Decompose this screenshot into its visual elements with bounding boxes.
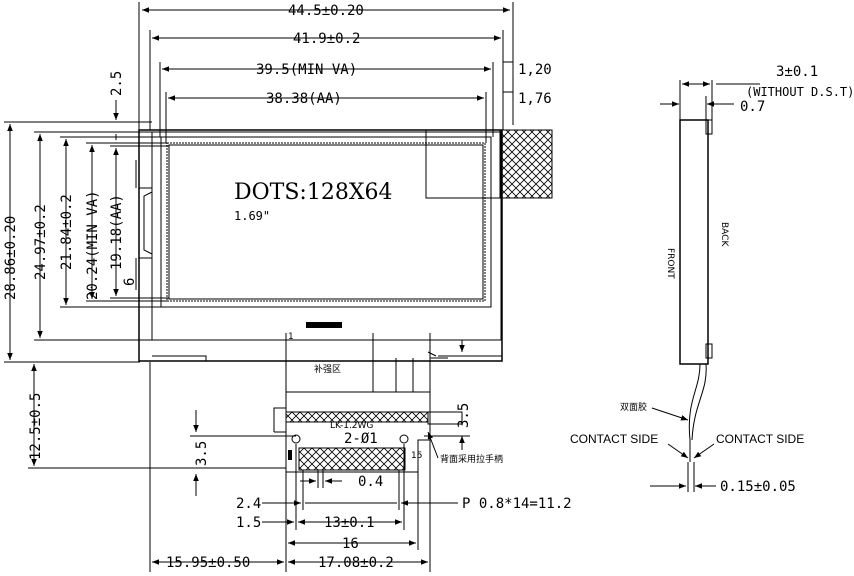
dim-16: 16 [342,536,359,552]
dim-pitch-small: 0.4 [358,474,383,490]
dim-13: 13±0.1 [324,515,375,531]
fpc-lines [273,407,286,433]
bottom-dimensions [149,362,458,572]
dim-15-95: 15.95±0.50 [166,555,250,571]
fpc-cn-label: 补强区 [314,363,341,375]
outer-bezel [138,129,503,362]
dim-17-08: 17.08±0.2 [318,555,394,571]
dim-hole-left: 3.5 [194,441,210,466]
dim-aa: 38.38(AA) [266,91,342,107]
active-area-inner [168,144,484,300]
left-bracket [143,191,153,255]
fpc-hole-right [399,434,409,444]
front-view [138,129,553,473]
side-bottom-tab [705,343,713,359]
size-label: 1.69" [234,209,270,223]
dim-thickness: 3±0.1 [776,64,818,80]
left-dimensions [4,100,286,469]
pin1-label: 1 [288,332,294,342]
dim-overall-width: 44.5±0.20 [288,3,364,19]
pin1-mark [288,450,292,460]
dim-left-small: 6 [122,278,138,286]
front-label: FRONT [665,248,675,279]
dim-0-7: 0.7 [740,99,765,115]
side-fpc [688,363,707,462]
dim-height-aa: 19.18(AA) [109,194,125,270]
top-dimensions [138,2,514,143]
fpc-text-small: LK-1.2WG [330,421,373,431]
dots-label: DOTS:128X64 [234,180,392,205]
contact-side-left: CONTACT SIDE [570,432,658,446]
back-label: BACK [719,222,729,247]
left-tab [139,187,152,259]
dim-1-5: 1.5 [236,515,261,531]
side-top-tab [705,119,713,135]
leader-box [425,130,500,199]
dim-right-1: 1,20 [518,62,552,78]
fpc-band-right [427,411,463,425]
hatched-block [499,129,553,199]
dim-left-top: 2.5 [109,71,125,96]
dim-fpc-thickness: 0.15±0.05 [720,479,796,495]
dim-min-va: 39.5(MIN VA) [256,62,357,78]
side-body [679,119,709,365]
inner-glass-outline [151,131,502,341]
side-view [650,80,760,492]
hole-label: 2-Ø1 [344,431,378,447]
viewing-area [160,136,492,308]
dim-hole-right: 3.5 [456,403,472,428]
side-cn-label: 双面胶 [620,401,647,413]
dim-pitch: P 0.8*14=11.2 [462,496,572,512]
contact-side-right: CONTACT SIDE [716,432,804,446]
pin-label: 15 [411,451,422,461]
active-area [166,142,486,302]
fpc-hole-left [291,434,301,444]
dim-width-2: 41.9±0.2 [293,31,360,47]
bottom-tabs [152,355,502,361]
fpc-top [285,333,431,393]
dim-2-4: 2.4 [236,496,261,512]
dim-height-min-va: 20.24(MIN VA) [85,190,101,300]
dim-right-2: 1,76 [518,91,552,107]
dim-thickness-note: (WITHOUT D.S.T) [746,85,854,99]
fpc-note-cn: 背面采用拉手柄 [440,453,503,465]
pin-area [298,447,406,471]
dim-height-2: 24.97±0.2 [33,204,49,280]
dim-tail: 12.5±0.5 [28,393,44,460]
hole-dimensions [190,340,470,496]
dim-height-3: 21.84±0.2 [59,194,75,270]
dim-overall-height: 28.86±0.20 [3,216,19,300]
fpc-step [372,333,448,392]
fpc-cn-block [306,322,342,328]
